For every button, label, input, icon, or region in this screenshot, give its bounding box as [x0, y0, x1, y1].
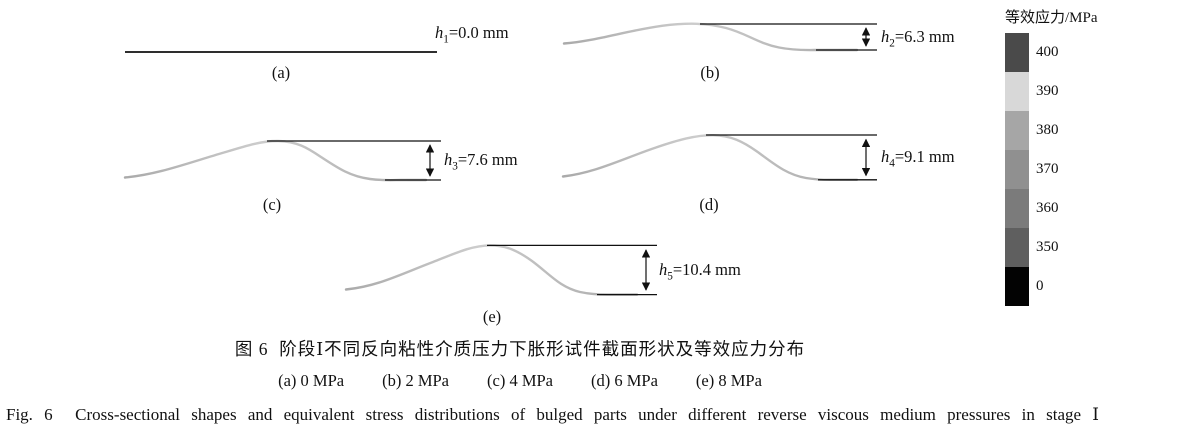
profile-curve-b — [562, 22, 859, 52]
height-label-d: h4=9.1 mm — [881, 147, 955, 169]
colorbar-tick-380: 380 — [1036, 122, 1059, 138]
height-sub-a: 1 — [443, 33, 449, 46]
height-var-d: h — [881, 147, 890, 166]
colorbar-swatch-380 — [1005, 111, 1029, 150]
height-value-a: =0.0 mm — [448, 23, 509, 42]
profile-curve-d — [561, 133, 859, 182]
subfig-label-d: (d) — [699, 195, 719, 214]
profile-curve-e — [344, 244, 639, 296]
colorbar-swatch-370 — [1005, 150, 1029, 189]
subfig-label-a: (a) — [271, 63, 291, 82]
pressure-item-c: (c) 4 MPa — [487, 371, 553, 390]
height-value-d: =9.1 mm — [894, 147, 955, 166]
profile-curve-c — [123, 139, 428, 182]
height-value-c: =7.6 mm — [457, 150, 518, 169]
colorbar-tick-370: 370 — [1036, 161, 1059, 177]
colorbar-row: 360 — [1005, 189, 1098, 228]
height-label-a: h1=0.0 mm — [435, 23, 509, 45]
subfig-label-c: (c) — [262, 195, 282, 214]
colorbar-scale: 400 390 380 370 360 350 — [1005, 33, 1098, 306]
caption-pressures: (a) 0 MPa (b) 2 MPa (c) 4 MPa (d) 6 MPa … — [0, 371, 1040, 391]
colorbar-swatch-350 — [1005, 228, 1029, 267]
colorbar: 等效应力/MPa 400 390 380 370 360 — [1005, 6, 1098, 306]
colorbar-row: 400 — [1005, 33, 1098, 72]
colorbar-tick-0: 0 — [1036, 278, 1044, 294]
height-label-b: h2=6.3 mm — [881, 27, 955, 49]
colorbar-swatch-400 — [1005, 33, 1029, 72]
height-label-c: h3=7.6 mm — [444, 150, 518, 172]
colorbar-swatch-0 — [1005, 267, 1029, 306]
colorbar-swatch-390 — [1005, 72, 1029, 111]
pressure-item-b: (b) 2 MPa — [382, 371, 449, 390]
colorbar-swatch-360 — [1005, 189, 1029, 228]
colorbar-tick-390: 390 — [1036, 83, 1059, 99]
caption-english: Fig. 6 Cross-sectional shapes and equiva… — [6, 405, 1100, 424]
subfig-label-e: (e) — [482, 307, 502, 326]
height-var-b: h — [881, 27, 890, 46]
subfigure-e — [344, 244, 657, 296]
caption-chinese: 图 6 阶段Ⅰ不同反向粘性介质压力下胀形试件截面形状及等效应力分布 — [234, 339, 806, 359]
colorbar-row: 380 — [1005, 111, 1098, 150]
pressure-item-e: (e) 8 MPa — [695, 371, 762, 390]
pressure-item-a: (a) 0 MPa — [278, 371, 345, 390]
colorbar-title: 等效应力/MPa — [1005, 10, 1098, 26]
subfigure-c — [123, 139, 441, 182]
colorbar-tick-350: 350 — [1036, 239, 1059, 255]
colorbar-row: 390 — [1005, 72, 1098, 111]
height-value-e: =10.4 mm — [672, 260, 741, 279]
height-var-c: h — [444, 150, 453, 169]
colorbar-tick-360: 360 — [1036, 200, 1059, 216]
height-sub-e: 5 — [667, 270, 673, 283]
height-label-e: h5=10.4 mm — [659, 260, 741, 282]
colorbar-row: 350 — [1005, 228, 1098, 267]
height-sub-b: 2 — [889, 37, 895, 50]
height-sub-c: 3 — [452, 160, 458, 173]
colorbar-row: 0 — [1005, 267, 1098, 306]
height-var-e: h — [659, 260, 668, 279]
colorbar-tick-400: 400 — [1036, 44, 1059, 60]
subfigure-b — [562, 22, 877, 52]
subfig-label-b: (b) — [700, 63, 720, 82]
height-sub-d: 4 — [889, 157, 895, 170]
colorbar-row: 370 — [1005, 150, 1098, 189]
pressure-item-d: (d) 6 MPa — [590, 371, 658, 390]
height-var-a: h — [435, 23, 444, 42]
height-value-b: =6.3 mm — [894, 27, 955, 46]
subfigure-d — [561, 133, 877, 182]
